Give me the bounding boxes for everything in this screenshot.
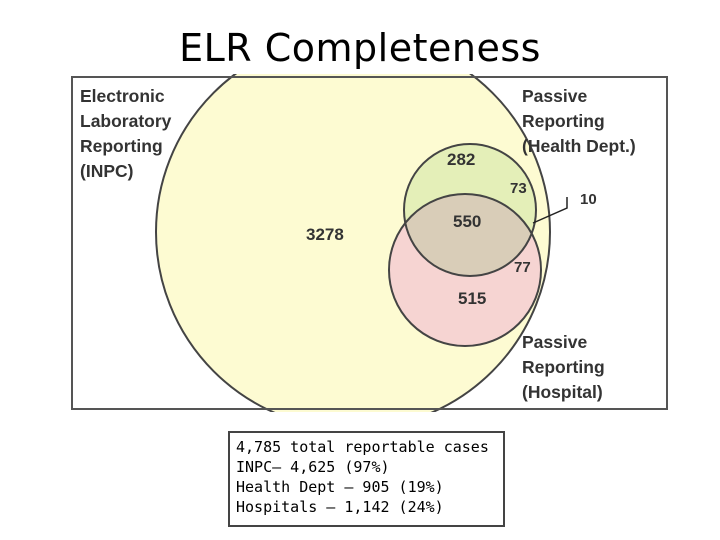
region-elr-hospital: 515: [458, 289, 487, 308]
hospital-set-label: Passive Reporting (Hospital): [522, 332, 605, 402]
summary-hospitals: Hospitals – 1,142 (24%): [236, 498, 444, 516]
summary-total: 4,785 total reportable cases: [236, 438, 489, 456]
region-health-hospital: 10: [580, 191, 597, 208]
frame-bottom-border: [71, 408, 668, 410]
elr-set-label: Electronic Laboratory Reporting (INPC): [80, 86, 172, 181]
health-dept-circle-outline: [403, 143, 537, 277]
summary-inpc: INPC– 4,625 (97%): [236, 458, 390, 476]
hospital-circle-outline: [388, 193, 542, 347]
frame-top-border: [71, 76, 668, 78]
region-elr-only: 3278: [306, 225, 344, 244]
region-elr-health: 282: [447, 150, 476, 169]
pointer-line: [532, 197, 568, 224]
all-three-overlap: [404, 194, 536, 276]
frame-top-cover: [0, 0, 720, 74]
region-all-three: 550: [453, 212, 482, 231]
region-health-only: 73: [510, 180, 527, 197]
summary-box: 4,785 total reportable cases INPC– 4,625…: [228, 431, 505, 527]
region-hospital-only: 77: [514, 259, 531, 276]
summary-health-dept: Health Dept – 905 (19%): [236, 478, 444, 496]
slide-title-overlay: ELR Completeness: [179, 26, 541, 70]
health-dept-set-label: Passive Reporting (Health Dept.): [522, 86, 636, 156]
